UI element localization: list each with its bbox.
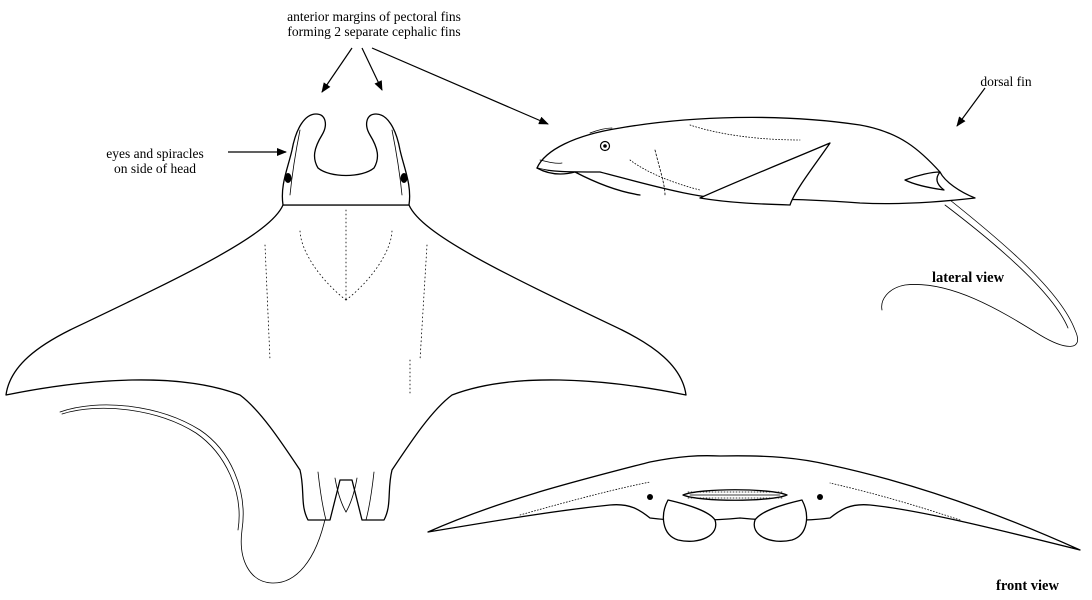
dorsal-fin-label: dorsal fin <box>966 74 1046 89</box>
dorsal-view-right-eye <box>401 173 408 183</box>
front-view-drawing <box>428 456 1080 550</box>
dorsal-view-body <box>6 205 686 520</box>
dorsal-view-drawing <box>6 114 686 583</box>
cephalic-fin-arrow-right <box>362 48 382 90</box>
lateral-view-drawing <box>537 117 1078 346</box>
dorsal-fin-arrow <box>957 88 985 126</box>
cephalic-fins-label-line2: forming 2 separate cephalic fins <box>258 24 490 39</box>
cephalic-fins-label-line1: anterior margins of pectoral fins <box>258 9 490 24</box>
front-view-right-eye <box>817 494 823 500</box>
dorsal-view-left-eye <box>285 173 292 183</box>
front-view-label: front view <box>996 578 1059 595</box>
eyes-spiracles-label-line2: on side of head <box>80 161 230 176</box>
eyes-spiracles-label: eyes and spiracles on side of head <box>80 146 230 176</box>
front-view-left-eye <box>647 494 653 500</box>
eyes-spiracles-label-line1: eyes and spiracles <box>80 146 230 161</box>
cephalic-fin-arrow-left <box>322 48 352 92</box>
cephalic-fin-arrow-lateral <box>372 48 548 124</box>
dorsal-view-head <box>282 114 409 205</box>
front-view-body <box>428 456 1080 550</box>
lateral-view-label: lateral view <box>932 270 1004 287</box>
cephalic-fins-label: anterior margins of pectoral fins formin… <box>258 9 490 39</box>
